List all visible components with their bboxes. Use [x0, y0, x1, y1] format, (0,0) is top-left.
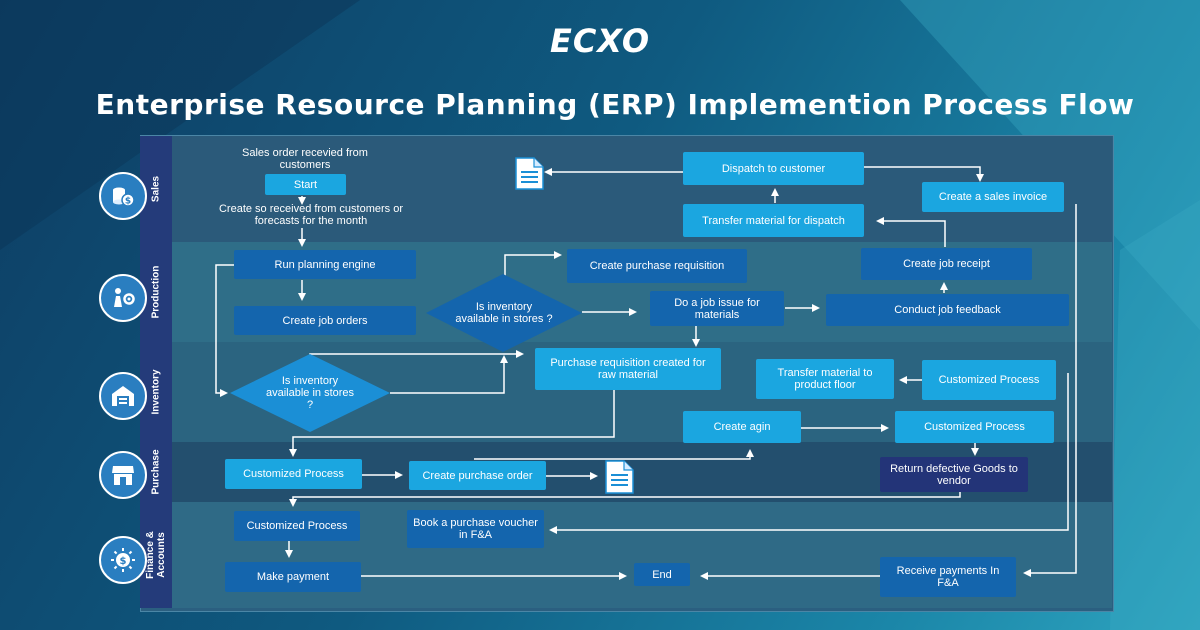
node-create-job-receipt: Create job receipt	[861, 248, 1032, 280]
text-sales-order-received: Sales order recevied from customers	[242, 147, 368, 171]
node-purchase-requisition-created: Purchase requisition created for raw mat…	[535, 348, 721, 390]
svg-text:$: $	[125, 197, 131, 207]
node-receive-payments: Receive payments In F&A	[880, 557, 1016, 597]
node-dispatch-to-customer: Dispatch to customer	[683, 152, 864, 185]
decision-diamond-production	[426, 274, 582, 352]
node-create-sales-invoice: Create a sales invoice	[922, 182, 1064, 212]
node-create-agin: Create agin	[683, 411, 801, 443]
coins-icon: $	[99, 172, 147, 220]
text-create-so: Create so received from customers or for…	[218, 203, 403, 227]
decision-label-production: Is inventory available in stores ?	[455, 301, 553, 325]
start-node: Start	[265, 174, 346, 195]
money-sun-icon: $	[99, 536, 147, 584]
node-customized-process-purchase: Customized Process	[225, 459, 362, 489]
decision-diamond-inventory	[230, 354, 390, 432]
node-transfer-material-floor: Transfer material to product floor	[756, 359, 894, 399]
workers-gear-icon	[99, 274, 147, 322]
node-create-job-orders: Create job orders	[234, 306, 416, 335]
node-conduct-job-feedback: Conduct job feedback	[826, 294, 1069, 326]
node-return-defective-goods: Return defective Goods to vendor	[880, 457, 1028, 492]
document-icon-sales	[515, 157, 544, 190]
brand-logo: ECXO	[549, 22, 651, 60]
storefront-icon	[99, 451, 147, 499]
node-customized-process-finance: Customized Process	[234, 511, 360, 541]
document-icon-purchase	[605, 460, 634, 494]
node-create-purchase-order: Create purchase order	[409, 461, 546, 490]
node-create-purchase-requisition: Create purchase requisition	[567, 249, 747, 283]
node-run-planning-engine: Run planning engine	[234, 250, 416, 279]
warehouse-icon	[99, 372, 147, 420]
node-book-purchase-voucher: Book a purchase voucher in F&A	[407, 510, 544, 548]
node-transfer-material-dispatch: Transfer material for dispatch	[683, 204, 864, 237]
node-make-payment: Make payment	[225, 562, 361, 592]
decision-label-inventory: Is inventory available in stores ?	[265, 375, 355, 411]
svg-text:$: $	[120, 556, 127, 567]
end-node: End	[634, 563, 690, 586]
node-customized-process-inventory-2: Customized Process	[895, 411, 1054, 443]
page-title: Enterprise Resource Planning (ERP) Imple…	[95, 88, 1135, 121]
node-do-job-issue: Do a job issue for materials	[650, 291, 784, 326]
node-customized-process-inventory-1: Customized Process	[922, 360, 1056, 400]
